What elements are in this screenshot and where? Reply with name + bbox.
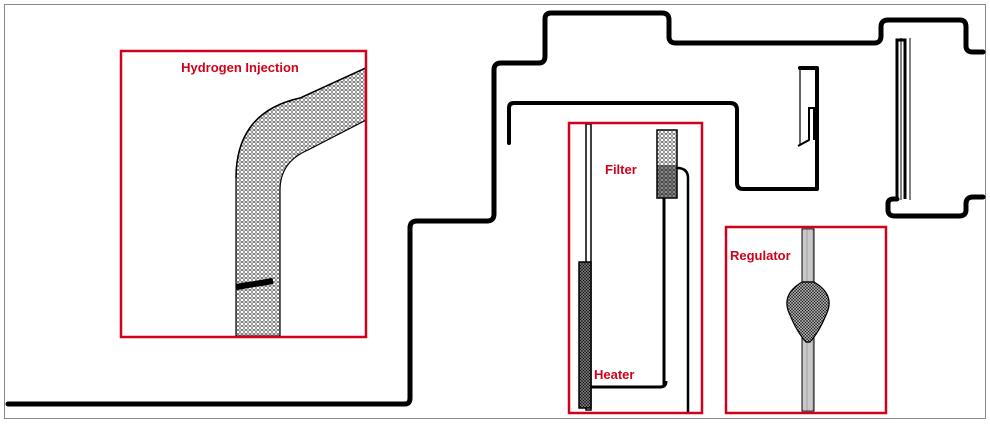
filter-element bbox=[656, 129, 678, 199]
hydrogen-injection-inset: Hydrogen Injection bbox=[119, 49, 368, 339]
hydrogen-injection-box bbox=[119, 49, 368, 339]
regulator-box bbox=[724, 225, 888, 415]
regulator-body bbox=[786, 281, 830, 343]
regulator-label: Regulator bbox=[730, 248, 791, 263]
heater-label: Heater bbox=[594, 367, 634, 382]
filter-heater-box bbox=[567, 121, 704, 415]
hydrogen-injection-label: Hydrogen Injection bbox=[181, 60, 299, 75]
filter-heater-inset: Filter Heater bbox=[567, 121, 704, 415]
regulator-inset: Regulator bbox=[724, 225, 888, 415]
filter-label: Filter bbox=[605, 162, 637, 177]
diagram-frame bbox=[4, 4, 986, 419]
inner-pipeline bbox=[507, 66, 819, 191]
small-valve bbox=[797, 107, 815, 147]
main-pipeline bbox=[5, 10, 986, 407]
filter-bypass-pipe bbox=[676, 166, 690, 412]
injection-nozzle bbox=[235, 278, 274, 290]
heater-return-pipe bbox=[591, 380, 668, 389]
return-pipeline bbox=[885, 194, 986, 219]
